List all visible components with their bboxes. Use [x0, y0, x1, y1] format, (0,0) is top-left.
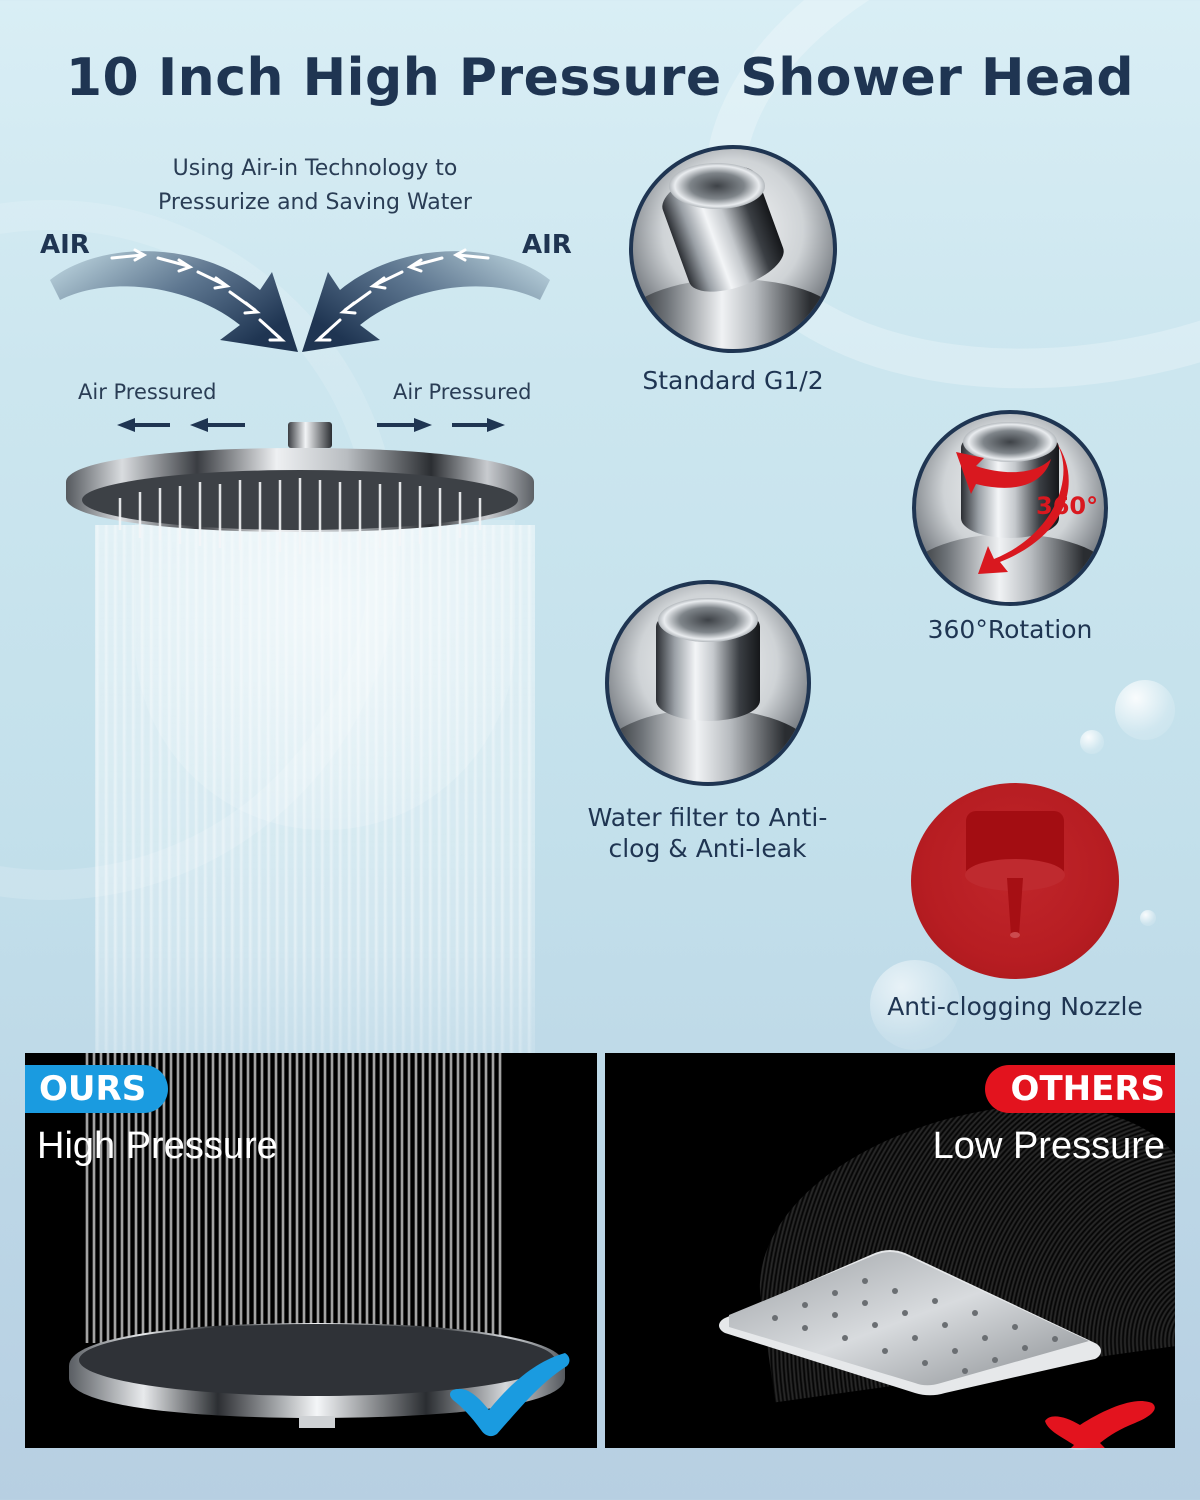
- nozzle-icon: [911, 783, 1119, 979]
- g12-connector-icon: [629, 145, 837, 353]
- feature-standard-g12: Standard G1/2: [628, 145, 838, 396]
- arrow-right-icon: [377, 418, 505, 432]
- svg-text:360°: 360°: [1036, 492, 1098, 520]
- feature-water-filter: Water filter to Anti- clog & Anti-leak: [565, 580, 850, 864]
- bubble: [1080, 730, 1104, 754]
- feature-label: Standard G1/2: [642, 366, 824, 395]
- square-shower-head-image: [719, 1250, 1101, 1396]
- cross-icon: [1045, 1401, 1155, 1448]
- bubble: [1115, 680, 1175, 740]
- rotation-360-icon: 360°: [912, 410, 1108, 606]
- ours-subtitle: High Pressure: [37, 1125, 278, 1167]
- rotation-arrow-icon: 360°: [956, 442, 1098, 574]
- feature-label-line-1: Water filter to Anti-: [587, 803, 828, 832]
- air-label-left: AIR: [40, 230, 90, 260]
- air-label-right: AIR: [522, 230, 572, 260]
- air-flow-arrows-icon: [50, 248, 550, 352]
- shower-head-plate-image: [69, 1323, 565, 1428]
- shower-head-image: [66, 422, 534, 554]
- feature-label-line-2: clog & Anti-leak: [608, 834, 807, 863]
- feature-label: 360°Rotation: [927, 615, 1093, 644]
- air-pressured-left: Air Pressured: [78, 380, 217, 404]
- others-badge: OTHERS: [984, 1065, 1175, 1113]
- air-pressured-right: Air Pressured: [393, 380, 532, 404]
- feature-anti-clogging-nozzle: Anti-clogging Nozzle: [860, 783, 1170, 1022]
- comparison-panel-others: OTHERS Low Pressure: [605, 1053, 1175, 1448]
- water-filter-icon: [604, 580, 811, 786]
- ours-badge: OURS: [25, 1065, 169, 1113]
- feature-label: Water filter to Anti- clog & Anti-leak: [565, 802, 850, 864]
- arrow-left-icon: [117, 418, 245, 432]
- water-spray-pattern: [135, 520, 515, 830]
- technology-description: Using Air-in Technology to Pressurize an…: [100, 152, 530, 220]
- checkmark-icon: [450, 1353, 570, 1437]
- technology-line-2: Pressurize and Saving Water: [158, 190, 472, 215]
- feature-360-rotation: 360° 360°Rotation: [905, 410, 1115, 645]
- feature-label: Anti-clogging Nozzle: [887, 992, 1143, 1021]
- page-title: 10 Inch High Pressure Shower Head: [65, 48, 1135, 108]
- technology-line-1: Using Air-in Technology to: [172, 156, 458, 181]
- comparison-panel-ours: OURS High Pressure: [25, 1053, 597, 1448]
- others-subtitle: Low Pressure: [932, 1125, 1165, 1167]
